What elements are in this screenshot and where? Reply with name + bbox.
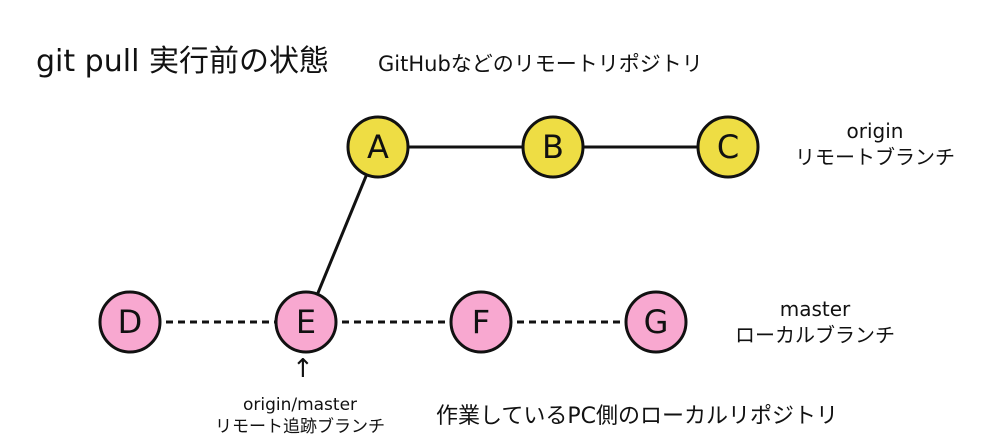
commit-node-a: A	[346, 115, 410, 179]
local-repository-label: 作業しているPC側のローカルリポジトリ	[436, 404, 838, 429]
commit-label: B	[542, 128, 564, 166]
commit-node-b: B	[521, 115, 585, 179]
tracking-branch-label: origin/master リモート追跡ブランチ	[205, 394, 395, 438]
commit-node-c: C	[696, 115, 760, 179]
master-branch-type: ローカルブランチ	[735, 323, 895, 347]
tracking-branch-name: origin/master	[242, 395, 358, 415]
origin-branch-name: origin	[846, 119, 904, 143]
commit-circle	[521, 115, 585, 179]
master-branch-label: master ローカルブランチ	[710, 296, 920, 348]
commit-label: G	[644, 303, 669, 341]
commit-circle	[449, 290, 513, 354]
origin-branch-label: origin リモートブランチ	[770, 118, 980, 170]
commit-label: C	[717, 128, 739, 166]
commit-node-d: D	[98, 290, 162, 354]
commit-node-f: F	[449, 290, 513, 354]
origin-branch-type: リモートブランチ	[795, 145, 955, 169]
commit-circle	[624, 290, 688, 354]
commit-node-e: E	[274, 290, 338, 354]
commit-circle	[98, 290, 162, 354]
commit-label: F	[472, 303, 490, 341]
page-title: git pull 実行前の状態	[36, 44, 329, 79]
commit-label: E	[296, 303, 316, 341]
up-arrow-icon: ↑	[292, 354, 314, 384]
edge-e-a	[304, 146, 380, 323]
commit-node-g: G	[624, 290, 688, 354]
commit-circle	[274, 290, 338, 354]
commit-circle	[346, 115, 410, 179]
commit-label: D	[118, 303, 143, 341]
tracking-branch-type: リモート追跡ブランチ	[215, 417, 385, 437]
commit-circle	[696, 115, 760, 179]
commit-label: A	[367, 128, 389, 166]
master-branch-name: master	[779, 297, 851, 321]
remote-repository-label: GitHubなどのリモートリポジトリ	[378, 52, 703, 76]
